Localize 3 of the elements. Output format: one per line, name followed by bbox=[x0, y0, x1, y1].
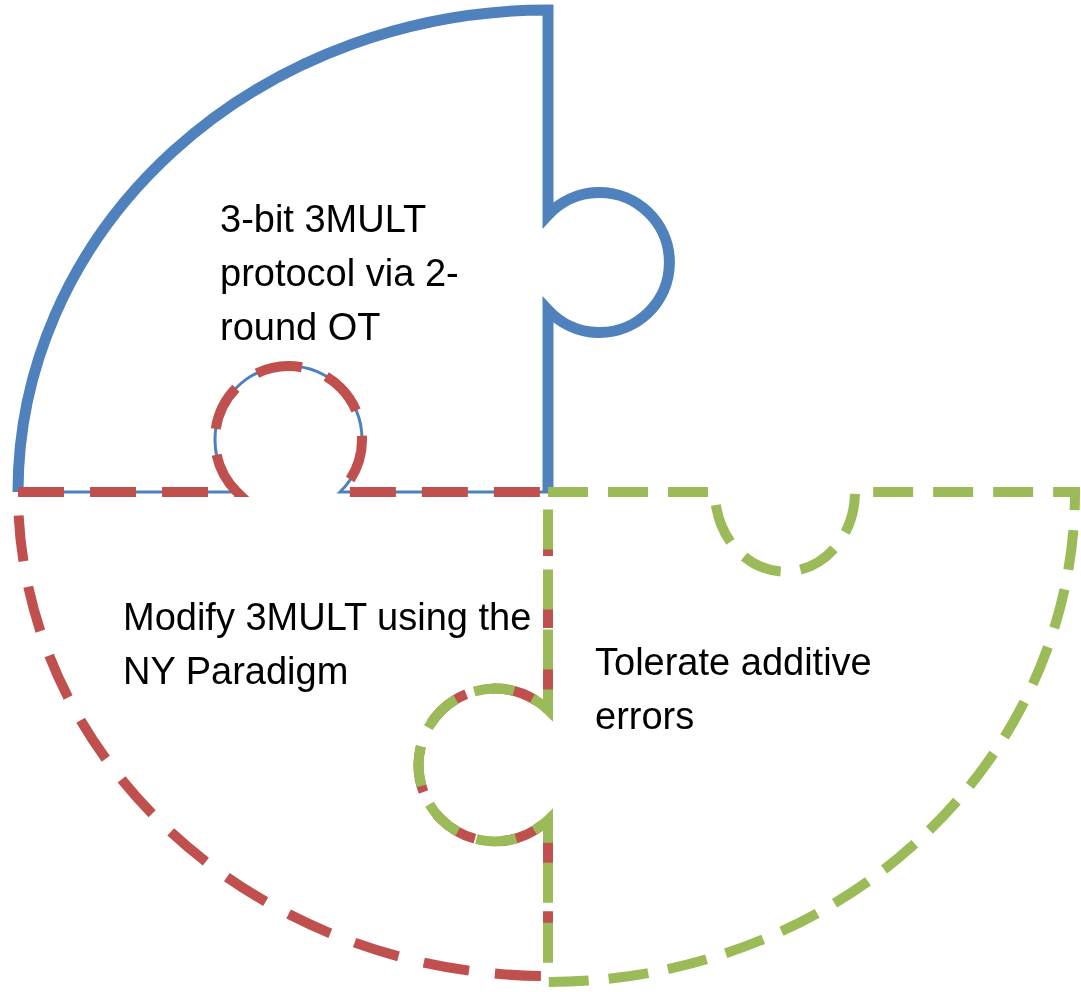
piece-text: Tolerate additive errors bbox=[595, 640, 873, 739]
piece-text: 3-bit 3MULT protocol via 2-round OT bbox=[220, 197, 460, 350]
piece-text: Modify 3MULT using the NY Paradigm bbox=[123, 595, 533, 694]
